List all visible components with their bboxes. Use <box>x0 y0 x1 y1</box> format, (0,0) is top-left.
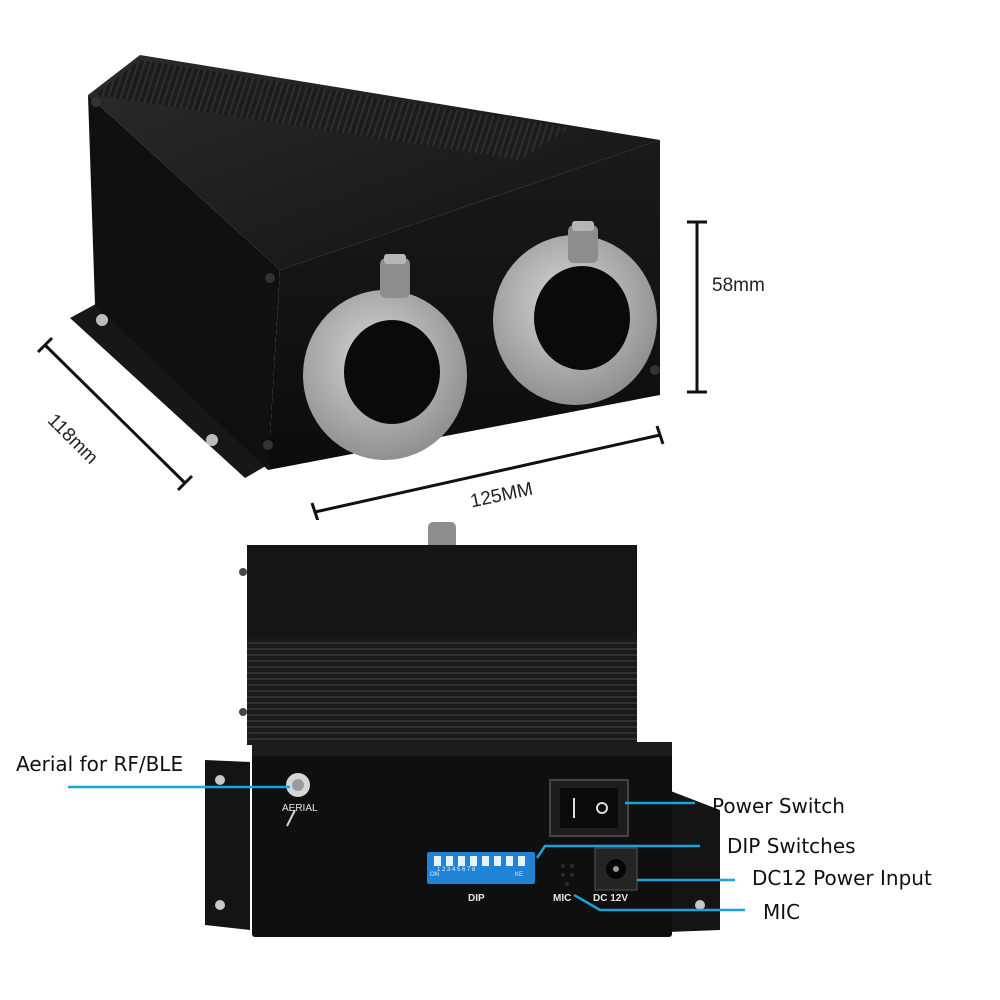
heatsink-fins <box>95 60 570 160</box>
power-switch-rocker <box>560 788 618 828</box>
dip-on-marking: ON <box>430 872 439 878</box>
dip-marking: DIP <box>468 893 485 904</box>
dip-ke-marking: KE <box>515 872 524 878</box>
dip-switch-levers <box>434 856 525 866</box>
callout-mic: MIC <box>763 900 801 924</box>
flange-hole <box>96 314 108 326</box>
dc-marking: DC 12V <box>593 893 629 904</box>
mounting-flange <box>668 790 720 932</box>
callout-dip-switches: DIP Switches <box>727 834 856 858</box>
flange-hole <box>206 434 218 446</box>
callout-aerial: Aerial for RF/BLE <box>16 752 184 776</box>
rear-product-illustration <box>68 522 745 937</box>
fiber-port-right <box>493 221 657 405</box>
fiber-port-left <box>303 254 467 460</box>
height-dimension-label: 58mm <box>712 275 765 296</box>
mic-holes <box>561 864 574 886</box>
callout-lines <box>68 785 745 912</box>
callout-dc-input: DC12 Power Input <box>752 866 932 890</box>
heatsink-fins <box>247 638 637 743</box>
housing-left-side <box>88 95 280 470</box>
callout-power-switch: Power Switch <box>712 794 845 818</box>
aerial-marking: AERIAL <box>282 803 318 814</box>
dimension-line-width <box>310 425 665 520</box>
dimension-line-depth <box>36 336 194 492</box>
dip-numbers-marking: 1 2 3 4 5 6 7 8 <box>437 867 476 873</box>
top-product-illustration <box>36 55 707 520</box>
mounting-flange <box>205 760 250 930</box>
dimension-line-height <box>687 220 707 394</box>
mic-marking: MIC <box>553 893 572 904</box>
rear-panel <box>252 742 672 937</box>
